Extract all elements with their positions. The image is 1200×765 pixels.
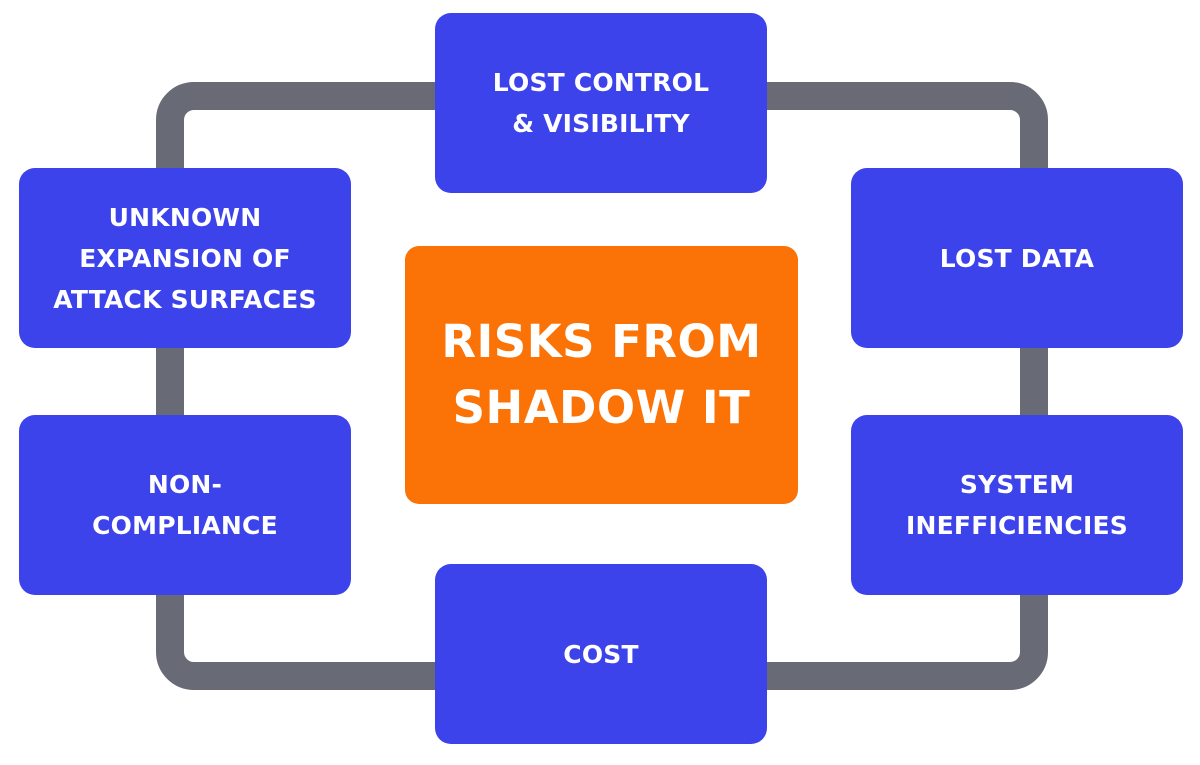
risk-unknown-attack-surfaces: UNKNOWN EXPANSION OF ATTACK SURFACES xyxy=(19,168,351,348)
risk-label: SYSTEM INEFFICIENCIES xyxy=(906,470,1128,540)
risk-lost-control-visibility: LOST CONTROL & VISIBILITY xyxy=(435,13,767,193)
risk-label: COST xyxy=(563,639,639,669)
risk-non-compliance: NON- COMPLIANCE xyxy=(19,415,351,595)
central-topic-label: RISKS FROM SHADOW IT xyxy=(441,315,762,434)
risk-cost: COST xyxy=(435,564,767,744)
risk-system-inefficiencies: SYSTEM INEFFICIENCIES xyxy=(851,415,1183,595)
risk-label: UNKNOWN EXPANSION OF ATTACK SURFACES xyxy=(53,202,317,314)
central-topic: RISKS FROM SHADOW IT xyxy=(405,246,798,504)
risk-label: LOST DATA xyxy=(939,243,1095,273)
risk-label: LOST CONTROL & VISIBILITY xyxy=(492,68,710,138)
risk-label: NON- COMPLIANCE xyxy=(92,470,278,540)
risk-lost-data: LOST DATA xyxy=(851,168,1183,348)
